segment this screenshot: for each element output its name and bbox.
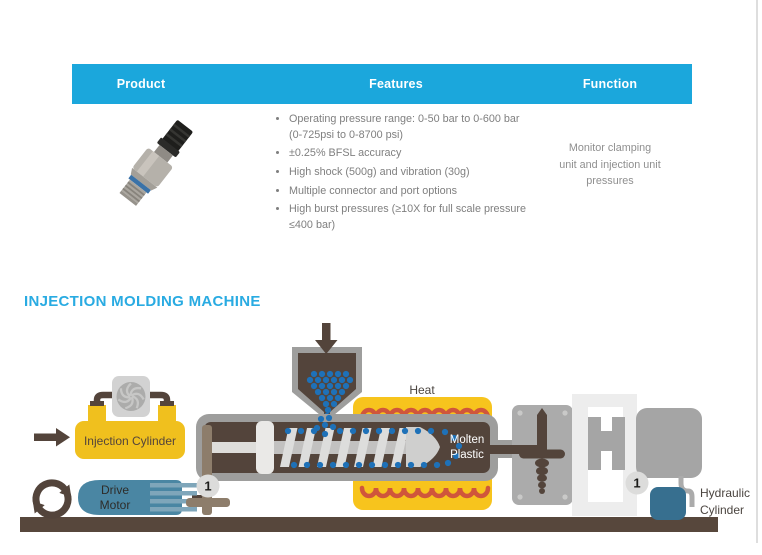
injection-cylinder-label: Injection Cylinder bbox=[84, 434, 176, 448]
sprue-runner bbox=[490, 408, 565, 494]
hydraulic-cylinder bbox=[650, 487, 686, 520]
diagram-title: INJECTION MOLDING MACHINE bbox=[24, 293, 261, 310]
header-features: Features bbox=[369, 77, 423, 91]
svg-text:1: 1 bbox=[204, 479, 211, 494]
callout-2-badge: 1 bbox=[625, 471, 649, 495]
header-product: Product bbox=[116, 77, 166, 91]
motor-fins bbox=[150, 483, 197, 512]
svg-text:1: 1 bbox=[633, 476, 640, 491]
feature-item: ±0.25% BFSL accuracy bbox=[289, 146, 534, 162]
feature-item: High shock (500g) and vibration (30g) bbox=[289, 165, 534, 181]
feature-item: High burst pressures (≥10X for full scal… bbox=[289, 202, 534, 233]
hydraulic-cylinder-label: Cylinder bbox=[700, 503, 744, 517]
screw-tip bbox=[406, 427, 440, 467]
hydraulic-pipe bbox=[678, 476, 695, 507]
product-cell bbox=[72, 104, 220, 236]
screw-assembly bbox=[210, 421, 440, 474]
drive-motor-label: Motor bbox=[100, 498, 131, 512]
table-body-row: Operating pressure range: 0-50 bar to 0-… bbox=[72, 104, 692, 236]
features-cell: Operating pressure range: 0-50 bar to 0-… bbox=[220, 104, 552, 236]
injection-cylinder-tank bbox=[75, 421, 185, 459]
molten-plastic-label: Molten bbox=[450, 434, 485, 446]
hopper bbox=[292, 347, 362, 423]
pump-pipe-right bbox=[146, 391, 171, 409]
page-edge-line bbox=[756, 0, 758, 543]
clamp-frame bbox=[572, 394, 637, 516]
function-cell: Monitor clamping unit and injection unit… bbox=[552, 104, 692, 236]
heat-label: Heat bbox=[409, 383, 435, 397]
feature-item: Multiple connector and port options bbox=[289, 184, 534, 200]
table-header-row: Product Features Function bbox=[72, 64, 692, 104]
hopper-pellets bbox=[306, 370, 354, 420]
drive-motor-label: Drive bbox=[101, 483, 129, 497]
mold-plate bbox=[490, 405, 573, 505]
function-text-line: pressures bbox=[586, 175, 634, 188]
heater-coil-top bbox=[359, 407, 491, 421]
features-list: Operating pressure range: 0-50 bar to 0-… bbox=[276, 112, 534, 233]
function-text-line: Monitor clamping bbox=[568, 142, 652, 154]
injection-molding-diagram: Heat bbox=[20, 323, 750, 532]
callout-1-badge: 1 bbox=[196, 474, 220, 498]
injection-cylinder-assembly: Injection Cylinder bbox=[34, 376, 185, 459]
hydraulic-cylinder-label: Hydraulic bbox=[700, 486, 750, 500]
pressure-sensor-image bbox=[119, 120, 193, 206]
feed-arrow-icon bbox=[315, 323, 338, 354]
function-text-line: unit and injection unit bbox=[559, 158, 661, 171]
molten-plastic-label: Plastic bbox=[450, 449, 484, 461]
moving-platen bbox=[588, 417, 625, 470]
ground-bar bbox=[20, 517, 718, 532]
screw-flights bbox=[280, 428, 409, 467]
feature-item: Operating pressure range: 0-50 bar to 0-… bbox=[289, 112, 534, 143]
header-function: Function bbox=[582, 77, 638, 91]
inlet-arrow-icon bbox=[34, 428, 70, 447]
piston-head bbox=[256, 421, 274, 474]
drive-motor: Drive Motor bbox=[78, 480, 206, 515]
machine-body bbox=[636, 408, 702, 478]
pump-fan-icon bbox=[116, 382, 146, 411]
heater-coil-bottom bbox=[359, 485, 491, 499]
pump-pipe-left bbox=[93, 391, 115, 409]
rotation-arrows-icon bbox=[32, 479, 72, 519]
barrel-pellets bbox=[284, 414, 463, 469]
piston-rod bbox=[210, 442, 258, 453]
spec-table: Product Features Function bbox=[72, 64, 692, 236]
